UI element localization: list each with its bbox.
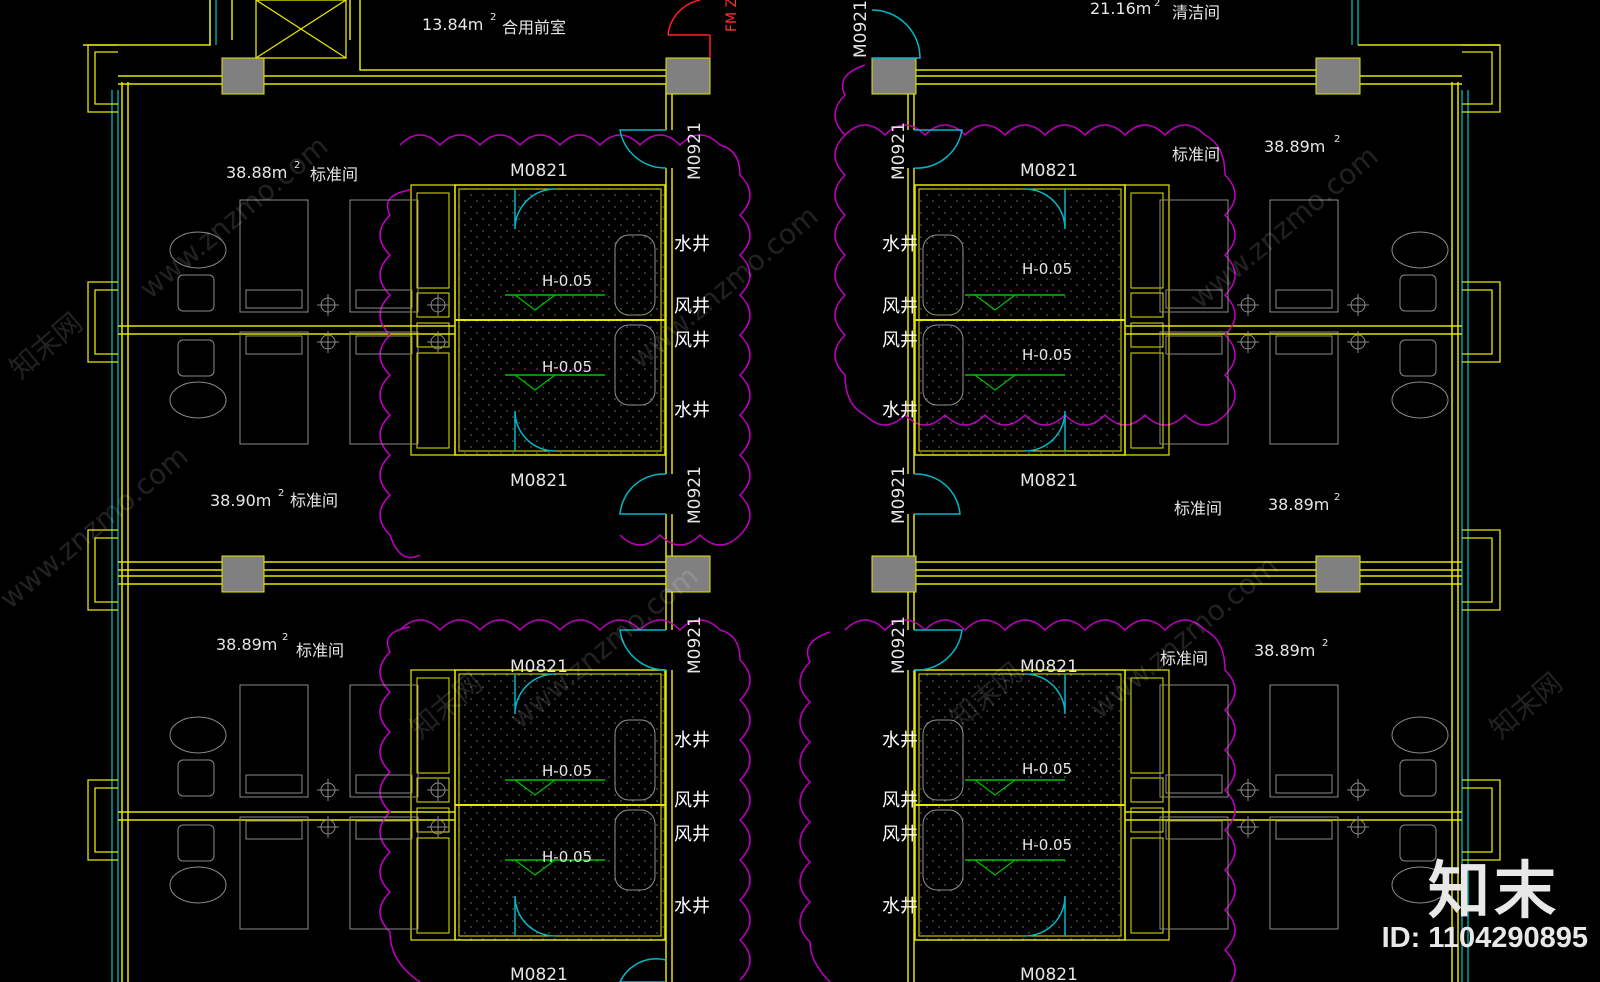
bath-door-label: M0821 — [510, 471, 568, 491]
floor-level-label: H-0.05 — [1022, 760, 1072, 778]
cleaning-name: 清洁间 — [1172, 3, 1220, 22]
bath-door-label: M0821 — [1020, 471, 1078, 491]
bath-door-label: M0821 — [510, 965, 568, 982]
water-shaft-label: 水井 — [674, 896, 710, 917]
room-door-label: M0921 — [889, 122, 909, 180]
lobby-area: 13.84m — [422, 15, 483, 34]
room-1-name: 标准间 — [310, 165, 358, 184]
room-4-name: 标准间 — [1174, 499, 1222, 518]
room-1-area: 38.88m — [226, 163, 287, 182]
water-shaft-label: 水井 — [674, 234, 710, 255]
furniture — [169, 199, 1449, 930]
room-5-sup: 2 — [282, 632, 288, 643]
air-shaft-label: 风井 — [882, 330, 918, 351]
water-shaft-label: 水井 — [882, 400, 918, 421]
room-door-label: M0921 — [685, 616, 705, 674]
bathroom-block — [914, 184, 1170, 456]
bathroom-block — [410, 184, 666, 456]
room-3-area: 38.90m — [210, 491, 271, 510]
floor-level-label: H-0.05 — [1022, 260, 1072, 278]
room-2-name: 标准间 — [1172, 145, 1220, 164]
water-shaft-label: 水井 — [674, 730, 710, 751]
bath-door-label: M0821 — [510, 657, 568, 677]
room-6-name: 标准间 — [1160, 649, 1208, 668]
floor-level-label: H-0.05 — [1022, 346, 1072, 364]
lobby-name: 合用前室 — [502, 18, 566, 37]
glazing — [111, 0, 1469, 982]
room-3-name: 标准间 — [290, 491, 338, 510]
water-shaft-label: 水井 — [882, 234, 918, 255]
room-door-labels: M0921 M0921 M0921 M0921 M0921 M0921 M092… — [685, 0, 909, 674]
shaft-labels: 水井 风井 风井 水井 水井 风井 风井 水井 水井 风井 风井 水井 水井 风… — [674, 234, 918, 917]
bed-set — [1159, 684, 1449, 930]
room-labels: 13.84m 2 合用前室 21.16m 2 清洁间 38.88m 2 标准间 … — [210, 0, 1340, 668]
watermark-brand: 知末网 — [1483, 666, 1569, 745]
bath-door-label: M0821 — [1020, 161, 1078, 181]
bath-door-label: M0821 — [510, 161, 568, 181]
room-door-label: M0921 — [889, 616, 909, 674]
fire-door — [667, 0, 711, 58]
room-door-label: M0921 — [851, 0, 871, 58]
revision-clouds — [379, 64, 1236, 982]
lobby-area-sup: 2 — [490, 12, 496, 23]
water-shaft-label: 水井 — [882, 730, 918, 751]
room-2-sup: 2 — [1334, 134, 1340, 145]
elevator-shaft — [255, 0, 347, 59]
columns — [221, 57, 1361, 593]
watermark-brand: 知末网 — [3, 306, 89, 385]
water-shaft-label: 水井 — [674, 400, 710, 421]
air-shaft-label: 风井 — [674, 824, 710, 845]
bath-door-labels: M0821 M0821 M0821 M0821 M0821 M0821 M082… — [510, 161, 1078, 982]
air-shaft-label: 风井 — [674, 330, 710, 351]
balconies — [87, 44, 1501, 861]
floor-level-label: H-0.05 — [542, 358, 592, 376]
air-shaft-label: 风井 — [674, 790, 710, 811]
floor-level-labels: H-0.05 H-0.05 H-0.05 H-0.05 H-0.05 H-0.0… — [542, 260, 1072, 866]
floor-level-label: H-0.05 — [542, 272, 592, 290]
fire-door-label: FM Z — [724, 0, 740, 32]
watermark-text: www.znzmo.com — [0, 439, 194, 615]
room-6-area: 38.89m — [1254, 641, 1315, 660]
bathroom-blocks — [410, 184, 1170, 941]
room-4-area: 38.89m — [1268, 495, 1329, 514]
cleaning-area: 21.16m — [1090, 0, 1151, 18]
room-5-area: 38.89m — [216, 635, 277, 654]
corridor-doors — [619, 9, 963, 982]
room-2-area: 38.89m — [1264, 137, 1325, 156]
watermark-text: www.znzmo.com — [133, 129, 334, 305]
room-4-sup: 2 — [1334, 492, 1340, 503]
room-door-label: M0921 — [685, 466, 705, 524]
floor-level-label: H-0.05 — [542, 848, 592, 866]
room-5-name: 标准间 — [296, 641, 344, 660]
room-1-sup: 2 — [294, 160, 300, 171]
bathroom-block — [410, 669, 666, 941]
brand-id: ID: 1104290895 — [1381, 922, 1588, 954]
bed-set — [169, 684, 449, 930]
bathroom-block — [914, 669, 1170, 941]
floor-level-label: H-0.05 — [1022, 836, 1072, 854]
room-door-label: M0921 — [889, 466, 909, 524]
air-shaft-label: 风井 — [882, 824, 918, 845]
bed-set — [1159, 199, 1449, 445]
bed-set — [169, 199, 449, 445]
bath-door-label: M0821 — [1020, 965, 1078, 982]
cleaning-area-sup: 2 — [1154, 0, 1160, 9]
bath-door-label: M0821 — [1020, 657, 1078, 677]
brand-logo: 知末 — [1427, 854, 1560, 927]
room-6-sup: 2 — [1322, 638, 1328, 649]
room-3-sup: 2 — [278, 488, 284, 499]
watermark-text: www.znzmo.com — [1183, 139, 1384, 315]
floor-level-label: H-0.05 — [542, 762, 592, 780]
room-door-label: M0921 — [685, 122, 705, 180]
water-shaft-label: 水井 — [882, 896, 918, 917]
air-shaft-label: 风井 — [674, 296, 710, 317]
air-shaft-label: 风井 — [882, 790, 918, 811]
air-shaft-label: 风井 — [882, 296, 918, 317]
